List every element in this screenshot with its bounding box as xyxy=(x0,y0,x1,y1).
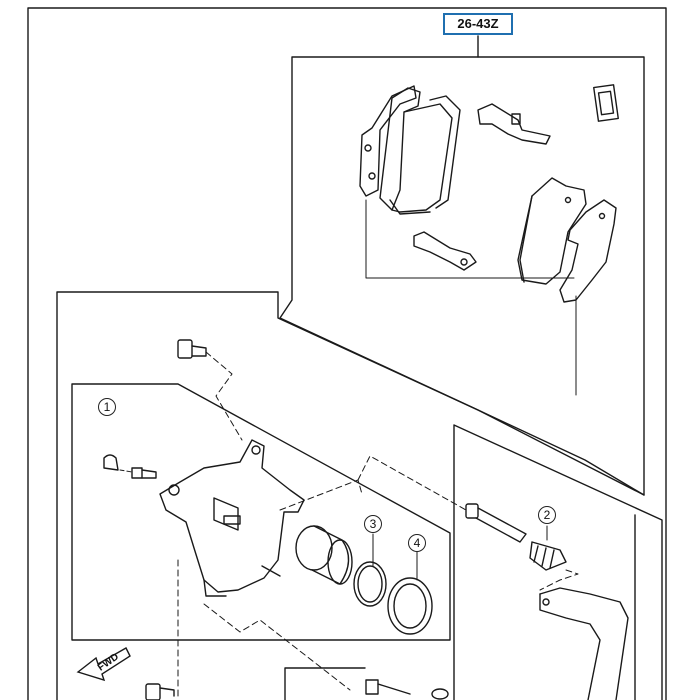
outer-frame xyxy=(27,7,667,700)
fwd-direction-arrow xyxy=(76,647,131,682)
callout-4: 4 xyxy=(408,534,426,552)
callout-2: 2 xyxy=(538,506,556,524)
outer-brake-pad xyxy=(517,177,587,285)
lower-box xyxy=(284,667,366,700)
kit-part-number-label: 26-43Z xyxy=(443,13,513,35)
bleeder-screw xyxy=(131,467,157,479)
callout-1: 1 xyxy=(98,398,116,416)
guide-kit-box xyxy=(453,424,663,700)
caliper-bolt-upper xyxy=(177,339,207,359)
leader-bleeder xyxy=(119,469,133,473)
caliper-body xyxy=(159,439,305,597)
bleeder-cap xyxy=(103,454,119,471)
piston xyxy=(295,525,353,585)
caliper-bracket xyxy=(539,587,629,700)
piston-seal xyxy=(353,561,387,607)
inner-brake-pad xyxy=(379,87,461,215)
dust-boot xyxy=(387,577,433,635)
anti-squeal-plate xyxy=(593,84,619,122)
leader-bolt xyxy=(205,351,243,441)
guide-pin-boot xyxy=(529,541,567,571)
caliper-assembly-box xyxy=(56,291,645,700)
pad-kit-box xyxy=(279,56,645,496)
callout-3: 3 xyxy=(364,515,382,533)
pad-clip-upper xyxy=(477,103,551,145)
outer-shim xyxy=(559,199,617,303)
pad-clip-lower xyxy=(413,231,477,271)
inner-shim xyxy=(359,85,417,197)
leader-pads xyxy=(365,199,575,279)
guide-pin xyxy=(465,503,527,543)
caliper-inner-box xyxy=(71,383,451,641)
leader-guide-pin xyxy=(357,455,467,511)
caliper-bolt-lower xyxy=(145,683,175,700)
guide-pin-lower xyxy=(365,679,449,700)
